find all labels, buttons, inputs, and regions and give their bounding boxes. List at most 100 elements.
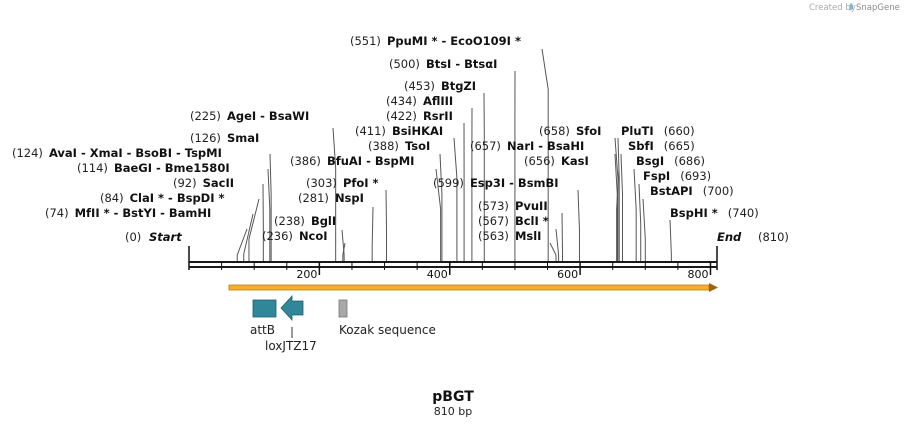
site-enzymes: AvaI - XmaI - BsoBI - TspMI xyxy=(49,146,222,160)
site-position: (238) xyxy=(274,214,305,228)
site-position: (567) xyxy=(478,214,509,228)
site-enzymes: BspHI * xyxy=(670,206,718,220)
site-position: (126) xyxy=(190,131,221,145)
site-enzymes: AgeI - BsaWI xyxy=(227,109,309,123)
site-connector xyxy=(267,168,271,262)
site-enzymes: NcoI xyxy=(299,229,328,243)
site-connector xyxy=(577,189,580,262)
site-position: (303) xyxy=(306,176,337,190)
site-position: (686) xyxy=(674,154,705,168)
end-marker: End (810) xyxy=(716,230,789,270)
site-position: (422) xyxy=(386,109,417,123)
site-connector xyxy=(633,168,637,262)
site-connector xyxy=(549,242,557,262)
site-position: (388) xyxy=(368,139,399,153)
site-position: (386) xyxy=(290,154,321,168)
site-connector xyxy=(236,228,248,262)
site-connector xyxy=(555,228,560,262)
site-connector xyxy=(371,206,374,262)
site-labels: (74) MfII * - BstYI - BamHI(84) ClaI * - B… xyxy=(12,34,759,243)
site-enzymes: PpuMI * - EcoO109I * xyxy=(387,34,521,48)
snapgene-credit: Created by SnapGene xyxy=(809,3,900,13)
site-position: (500) xyxy=(389,57,420,71)
site-position: (92) xyxy=(173,176,197,190)
backbone xyxy=(189,261,717,268)
site-enzymes: BtsI - BtsαI xyxy=(426,57,497,71)
feature-loxjtz17-label: loxJTZ17 xyxy=(265,339,317,353)
site-enzymes: MslI xyxy=(515,229,542,243)
site-enzymes: PvuII xyxy=(515,199,548,213)
site-position: (665) xyxy=(664,139,695,153)
site-enzymes: Esp3I - BsmBI xyxy=(470,176,559,190)
feature-loxjtz17: loxJTZ17 xyxy=(265,294,317,353)
site-connector xyxy=(614,137,619,262)
end-label: End xyxy=(717,230,742,244)
site-connector xyxy=(269,153,272,262)
plasmid-length: 810 bp xyxy=(434,405,472,418)
site-position: (700) xyxy=(703,184,734,198)
site-connector xyxy=(332,127,337,262)
start-position: (0) xyxy=(125,230,141,244)
site-position: (453) xyxy=(404,79,435,93)
site-enzymes: SmaI xyxy=(227,131,259,145)
end-position: (810) xyxy=(758,230,789,244)
site-enzymes: BglI xyxy=(311,214,336,228)
site-enzymes: SbfI xyxy=(628,139,654,153)
ruler-tick-label: 600 xyxy=(557,268,578,281)
site-lines xyxy=(236,48,672,262)
site-enzymes: BaeGI - Bme1580I xyxy=(114,161,230,175)
site-enzymes: AflIII xyxy=(423,94,453,108)
start-label: Start xyxy=(149,230,182,244)
site-position: (693) xyxy=(680,169,711,183)
site-position: (236) xyxy=(262,229,293,243)
snapgene-logo-icon xyxy=(849,3,854,11)
ruler-tick-label: 400 xyxy=(427,268,448,281)
site-connector xyxy=(620,153,623,262)
site-connector xyxy=(342,242,346,262)
site-enzymes: NspI xyxy=(335,191,364,205)
site-connector xyxy=(385,189,388,262)
site-position: (658) xyxy=(539,124,570,138)
site-enzymes: PfoI * xyxy=(343,176,379,190)
site-position: (225) xyxy=(190,109,221,123)
site-position: (599) xyxy=(433,176,464,190)
site-position: (74) xyxy=(45,206,69,220)
site-connector xyxy=(541,48,549,262)
site-connector xyxy=(642,198,646,262)
site-enzymes: BclI * xyxy=(515,214,549,228)
site-connector xyxy=(248,198,260,262)
credit-brand: SnapGene xyxy=(856,3,900,13)
ruler-tick-label: 800 xyxy=(687,268,708,281)
feature-kozak: Kozak sequence xyxy=(338,299,436,337)
site-connector xyxy=(243,213,254,262)
site-enzymes: KasI xyxy=(561,154,589,168)
site-enzymes: TsoI xyxy=(405,139,430,153)
site-position: (434) xyxy=(386,94,417,108)
site-connector xyxy=(439,153,443,262)
credit-prefix: Created by xyxy=(809,3,856,13)
feature-kozak-label: Kozak sequence xyxy=(339,323,436,337)
site-enzymes: BfuAI - BspMI xyxy=(327,154,414,168)
site-enzymes: FspI xyxy=(643,169,670,183)
site-enzymes: RsrII xyxy=(423,109,453,123)
site-position: (124) xyxy=(12,146,43,160)
site-position: (84) xyxy=(100,191,124,205)
site-connector xyxy=(617,137,620,262)
site-enzymes: MfII * - BstYI - BamHI xyxy=(75,206,212,220)
site-position: (573) xyxy=(478,199,509,213)
site-connector xyxy=(435,168,442,262)
ruler-tick-label: 200 xyxy=(296,268,317,281)
feature-attb-label: attB xyxy=(250,323,275,337)
site-connector xyxy=(561,212,564,262)
site-enzymes: ClaI * - BspDI * xyxy=(130,191,225,205)
site-position: (657) xyxy=(470,139,501,153)
site-position: (656) xyxy=(524,154,555,168)
ruler: 200 400 600 800 xyxy=(221,262,712,281)
site-enzymes: NarI - BsaHI xyxy=(507,139,584,153)
site-position: (660) xyxy=(664,124,695,138)
site-connector xyxy=(638,183,642,262)
site-enzymes: BsiHKAI xyxy=(392,124,443,138)
start-marker: (0) Start xyxy=(125,230,190,270)
site-enzymes: SfoI xyxy=(576,124,601,138)
